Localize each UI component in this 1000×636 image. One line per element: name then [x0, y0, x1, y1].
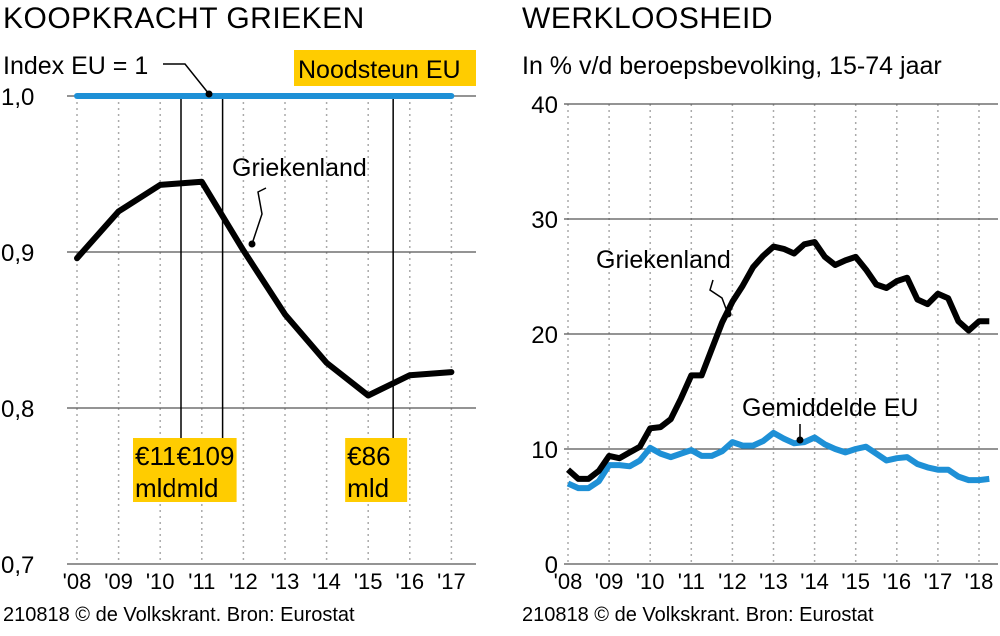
x-tick-label: '08 [63, 569, 92, 594]
chart-subtitle: In % v/d beroepsbevolking, 15-74 jaar [522, 52, 942, 80]
y-tick-label: 0,7 [1, 552, 34, 579]
x-tick-label: '13 [271, 569, 300, 594]
aid-label-box [345, 438, 408, 502]
werkloosheid-chart: 0 10 20 30 40 '08 '09 '10 '11 '12 '13 '14 '15 '16 '17 '… [531, 92, 998, 594]
series-line-gemiddelde-eu [566, 429, 990, 492]
x-tick-label: '16 [395, 569, 424, 594]
x-tick-label: '09 [104, 569, 133, 594]
legend-label-box [294, 50, 476, 86]
x-tick-label: '15 [841, 569, 870, 594]
series-line-griekenland [74, 178, 455, 399]
aid-amount-label: €86 [347, 441, 390, 471]
chart-subtitle: Index EU = 1 [3, 52, 149, 80]
subtitle-leader-line [163, 63, 210, 95]
label-leader-line [251, 187, 267, 245]
x-tick-label: '09 [595, 569, 624, 594]
koopkracht-chart: 0,7 0,8 0,9 1,0 '08 '09 '10 '11 '12 '13 '14 '15 '16 '… [1, 50, 476, 594]
werkloosheid-panel: WERKLOOSHEID In % v/d beroepsbevolking, … [510, 0, 1000, 636]
y-tick-label: 30 [531, 207, 558, 234]
y-tick-label: 20 [531, 322, 558, 349]
x-tick-label: '10 [636, 569, 665, 594]
aid-label-box [174, 438, 237, 502]
y-tick-label: 10 [531, 437, 558, 464]
series-label-gemiddelde-eu: Gemiddelde EU [742, 394, 918, 422]
leader-dot [248, 240, 256, 248]
x-tick-label: '11 [678, 569, 705, 594]
x-tick-label: '17 [437, 569, 466, 594]
y-tick-label: 1,0 [1, 84, 34, 111]
y-tick-label: 0,8 [1, 396, 34, 423]
x-tick-label: '12 [229, 569, 258, 594]
leader-dot [796, 436, 804, 444]
y-tick-label: 0 [545, 552, 558, 579]
series-line-griekenland [566, 239, 990, 482]
aid-unit-label: mld [347, 473, 389, 503]
leader-dot [205, 90, 213, 98]
aid-unit-label: mld [177, 473, 219, 503]
x-tick-label: '13 [759, 569, 788, 594]
label-leader-line [709, 279, 729, 315]
x-tick-label: '15 [354, 569, 383, 594]
legend-label-noodsteun-eu: Noodsteun EU [298, 56, 461, 84]
aid-amount-label: €109 [177, 441, 235, 471]
x-tick-label: '16 [882, 569, 911, 594]
x-tick-label: '11 [188, 569, 215, 594]
aid-unit-label: mld [135, 473, 177, 503]
chart-title: KOOPKRACHT GRIEKEN [3, 2, 365, 35]
chart-footer: 210818 © de Volkskrant. Bron: Eurostat [3, 604, 355, 626]
y-tick-label: 0,9 [1, 240, 34, 267]
y-tick-label: 40 [531, 92, 558, 119]
series-label-griekenland: Griekenland [596, 246, 731, 274]
series-label-griekenland: Griekenland [232, 154, 367, 182]
leader-dot [724, 310, 732, 318]
x-tick-label: '12 [718, 569, 747, 594]
x-tick-label: '08 [554, 569, 583, 594]
x-tick-label: '17 [924, 569, 953, 594]
x-tick-label: '14 [800, 569, 829, 594]
x-tick-label: '14 [312, 569, 341, 594]
x-tick-label: '10 [146, 569, 175, 594]
chart-title: WERKLOOSHEID [522, 2, 774, 35]
chart-footer: 210818 © de Volkskrant. Bron: Eurostat [522, 604, 874, 626]
x-tick-label: '18 [965, 569, 994, 594]
